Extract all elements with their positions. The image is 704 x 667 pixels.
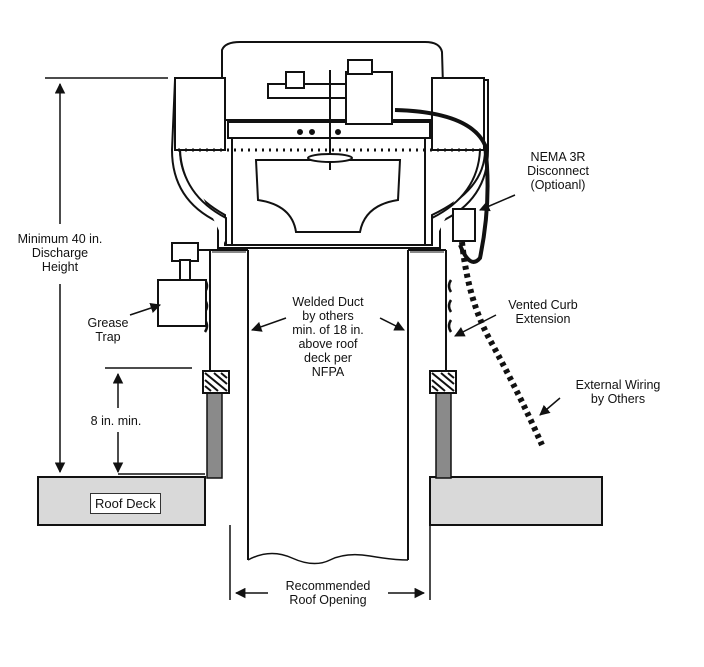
curb-left [206, 389, 223, 479]
external-wiring [459, 241, 545, 447]
eight-inch-label: 8 in. min. [78, 414, 154, 428]
roof-deck-label: Roof Deck [90, 493, 161, 514]
discharge-height-dimension [45, 77, 168, 474]
leader-arrows [129, 194, 561, 416]
nema-disconnect [394, 108, 490, 264]
fan-housing [170, 41, 489, 249]
grease-trap [157, 242, 212, 327]
eight-inch-dimension [105, 367, 205, 475]
nailer-right [429, 370, 457, 394]
welded-duct [247, 250, 409, 565]
nema-disconnect-label: NEMA 3R Disconnect (Optioanl) [527, 150, 589, 192]
welded-duct-label: Welded Duct by others min. of 18 in. abo… [292, 295, 364, 379]
curb-right [435, 389, 452, 479]
vented-curb-label: Vented Curb Extension [508, 298, 578, 326]
grease-trap-label: Grease Trap [87, 316, 129, 344]
discharge-height-label: Minimum 40 in. Discharge Height [2, 232, 118, 274]
roof-opening-label: Recommended Roof Opening [268, 579, 388, 607]
roof-opening-dimension [229, 525, 431, 600]
vented-curb-extension [209, 249, 447, 370]
roof-deck-right [429, 476, 603, 526]
external-wiring-label: External Wiring by Others [575, 378, 661, 406]
nailer-left [202, 370, 230, 394]
